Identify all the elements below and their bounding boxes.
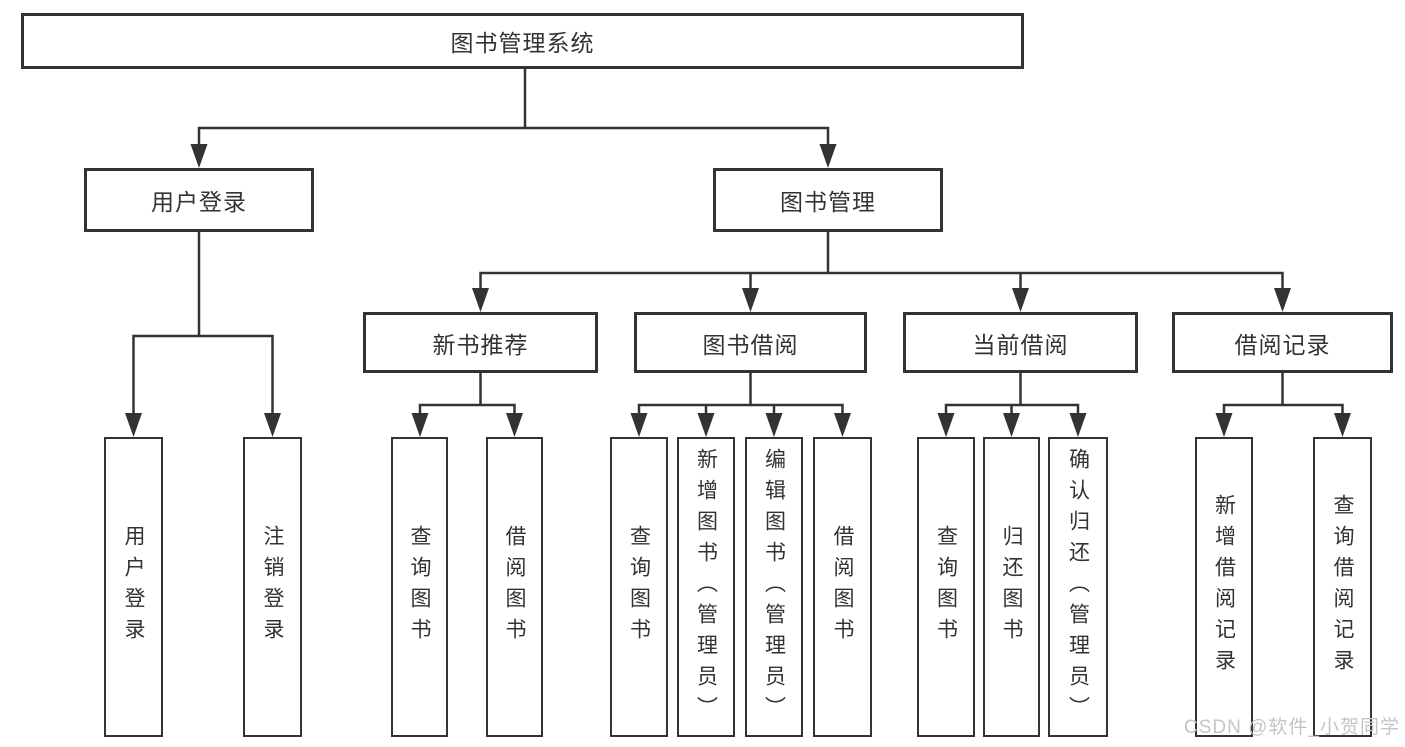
arrowhead-icon: [264, 413, 281, 437]
node-label: 借阅记录: [1234, 331, 1331, 358]
leaf-return-books: 归还图书: [983, 437, 1040, 737]
leaf-label: 用户登录: [122, 525, 145, 649]
node-user-login: 用户登录: [84, 168, 314, 232]
node-book-management: 图书管理: [713, 168, 943, 232]
leaf-label: 查询图书: [627, 525, 651, 649]
arrowhead-icon: [1069, 413, 1087, 437]
leaf-user-login: 用户登录: [104, 437, 163, 737]
node-root-library-management-system: 图书管理系统: [21, 13, 1024, 69]
leaf-label: 确认归还（管理员）: [1066, 447, 1090, 727]
leaf-label: 注销登录: [261, 525, 284, 649]
arrowhead-icon: [411, 413, 429, 437]
node-current-borrowing: 当前借阅: [903, 312, 1138, 373]
connector-user-login-to-leaves: [132, 232, 274, 416]
leaf-borrow-books: 借阅图书: [813, 437, 872, 737]
arrowhead-icon: [190, 144, 208, 168]
leaf-confirm-return-admin: 确认归还（管理员）: [1048, 437, 1108, 737]
connector-borrowing-records-to-leaves: [1222, 373, 1344, 416]
leaf-query-borrow-record: 查询借阅记录: [1313, 437, 1372, 737]
leaf-query-books-current: 查询图书: [917, 437, 975, 737]
leaf-query-books-recommend: 查询图书: [391, 437, 448, 737]
leaf-label: 查询图书: [408, 525, 431, 649]
arrowhead-icon: [1215, 413, 1233, 437]
arrowhead-icon: [765, 413, 783, 437]
connector-book-management-to-level3: [479, 232, 1284, 291]
node-book-borrowing: 图书借阅: [634, 312, 867, 373]
arrowhead-icon: [472, 288, 489, 312]
connector-book-borrowing-to-leaves: [637, 373, 844, 416]
arrowhead-icon: [1003, 413, 1020, 437]
arrowhead-icon: [1012, 288, 1029, 312]
csdn-watermark: CSDN @软件_小贺同学: [1184, 717, 1400, 738]
leaf-add-book-admin: 新增图书（管理员）: [677, 437, 735, 737]
node-new-book-recommend: 新书推荐: [363, 312, 598, 373]
leaf-label: 查询借阅记录: [1331, 494, 1354, 680]
leaf-label: 借阅图书: [503, 525, 526, 649]
arrowhead-icon: [819, 144, 837, 168]
node-borrowing-records: 借阅记录: [1172, 312, 1393, 373]
connector-new-book-recommend-to-leaves: [418, 373, 516, 416]
arrowhead-icon: [1334, 413, 1351, 437]
node-label: 图书管理系统: [450, 30, 595, 56]
leaf-query-books-borrowing: 查询图书: [610, 437, 668, 737]
leaf-add-borrow-record: 新增借阅记录: [1195, 437, 1253, 737]
node-label: 图书管理: [780, 189, 876, 215]
arrowhead-icon: [630, 413, 648, 437]
node-label: 图书借阅: [702, 331, 799, 358]
arrowhead-icon: [937, 413, 955, 437]
arrowhead-icon: [1274, 288, 1291, 312]
arrowhead-icon: [697, 413, 715, 437]
arrowhead-icon: [742, 288, 759, 312]
leaf-borrow-books-recommend: 借阅图书: [486, 437, 543, 737]
arrowhead-icon: [506, 413, 523, 437]
leaf-label: 借阅图书: [831, 525, 854, 649]
leaf-label: 查询图书: [934, 525, 958, 649]
leaf-logout: 注销登录: [243, 437, 302, 737]
connector-root-to-level2: [197, 69, 830, 146]
node-label: 新书推荐: [432, 331, 529, 358]
leaf-label: 归还图书: [1000, 525, 1023, 649]
node-label: 当前借阅: [972, 331, 1069, 358]
leaf-edit-book-admin: 编辑图书（管理员）: [745, 437, 803, 737]
arrowhead-icon: [834, 413, 851, 437]
connector-current-borrowing-to-leaves: [944, 373, 1080, 416]
arrowhead-icon: [125, 413, 142, 437]
leaf-label: 新增图书（管理员）: [694, 447, 718, 727]
leaf-label: 编辑图书（管理员）: [762, 447, 786, 727]
node-label: 用户登录: [151, 189, 247, 215]
leaf-label: 新增借阅记录: [1212, 494, 1236, 680]
